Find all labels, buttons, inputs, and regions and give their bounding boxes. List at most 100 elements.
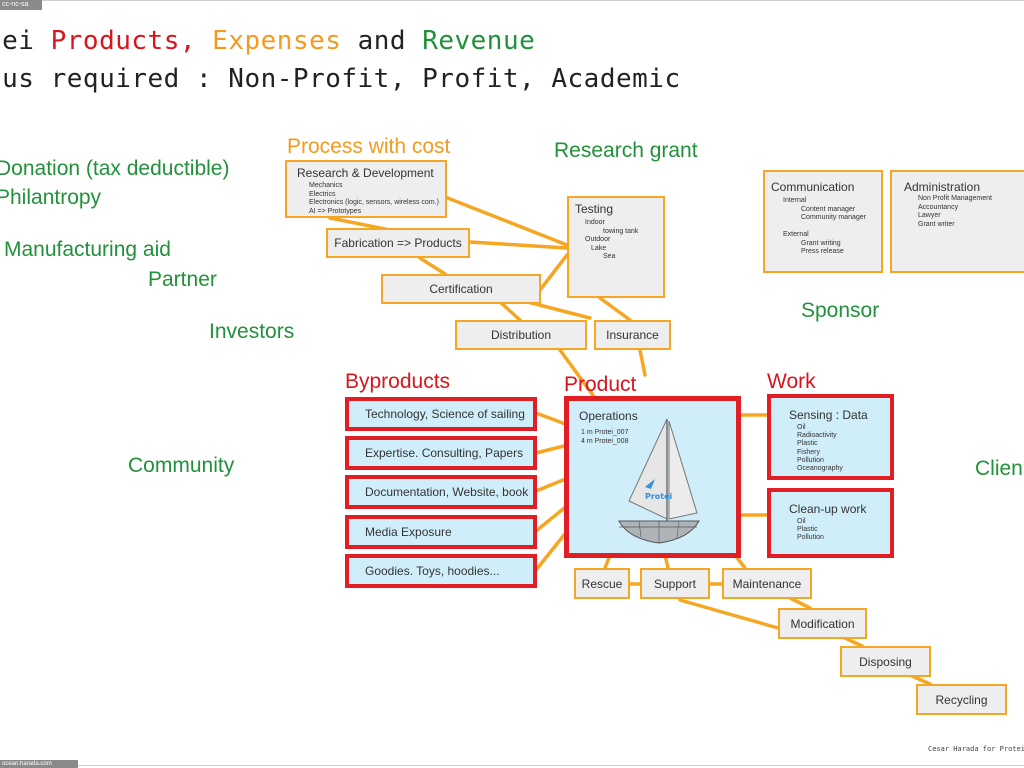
- certification-label: Certification: [429, 282, 493, 296]
- box-disposing: Disposing: [840, 646, 931, 677]
- box-administration: Administration Non Profit Management Acc…: [890, 170, 1024, 273]
- administration-title: Administration: [904, 180, 981, 194]
- cleanup-item: Pollution: [797, 534, 824, 542]
- label-clients: Clien: [975, 457, 1023, 480]
- communication-item: [783, 223, 881, 232]
- sailboat-icon: Protei: [618, 418, 700, 544]
- communication-title: Communication: [771, 180, 855, 194]
- byproduct-label: Expertise. Consulting, Papers: [365, 446, 524, 460]
- byproduct-box: Technology, Science of sailing: [345, 397, 537, 431]
- box-research-development: Research & Development Mechanics Electri…: [285, 160, 447, 218]
- administration-item: Grant writer: [918, 220, 955, 228]
- cleanup-title: Clean-up work: [789, 502, 867, 516]
- sensing-item: Oceanography: [797, 465, 843, 473]
- recycling-label: Recycling: [935, 692, 988, 707]
- testing-item: towing tank: [603, 227, 639, 235]
- product-models: 1 m Protei_007 4 m Protei_008: [581, 429, 628, 446]
- box-maintenance: Maintenance: [722, 568, 812, 599]
- disposing-label: Disposing: [859, 654, 912, 669]
- communication-item: Grant writing: [801, 239, 841, 247]
- byproduct-label: Media Exposure: [365, 525, 452, 539]
- testing-item: Lake: [591, 244, 607, 252]
- title-prefix: tei: [0, 26, 35, 56]
- box-recycling: Recycling: [916, 684, 1007, 715]
- label-investors: Investors: [209, 320, 295, 343]
- administration-list: Non Profit Management Accountancy Lawyer…: [898, 194, 1024, 229]
- connector-byproduct-5: [534, 528, 570, 572]
- testing-item: Outdoor: [585, 236, 611, 243]
- cleanup-item: Oil: [797, 518, 806, 525]
- title-and: and: [357, 26, 407, 56]
- communication-item: External: [783, 231, 809, 238]
- box-support: Support: [640, 568, 710, 599]
- connector-fabrication-certification: [418, 256, 447, 276]
- sensing-item: Fishery: [797, 448, 820, 456]
- box-communication: Communication Internal Content manager C…: [763, 170, 883, 273]
- testing-title: Testing: [575, 202, 614, 216]
- title-revenue: Revenue: [422, 26, 536, 56]
- connector-byproduct-1: [534, 411, 570, 427]
- rnd-item: Mechanics: [309, 182, 343, 189]
- heading-process: Process with cost: [287, 135, 451, 158]
- connector-fabrication-testing: [468, 240, 569, 250]
- sensing-item: Plastic: [797, 440, 818, 448]
- sensing-item: Pollution: [797, 456, 824, 464]
- work-sensing-box: Sensing : Data Oil Radioactivity Plastic…: [767, 394, 894, 480]
- label-manufacturing-aid: Manufacturing aid: [4, 238, 171, 261]
- product-box: Operations 1 m Protei_007 4 m Protei_008…: [564, 396, 741, 558]
- product-title: Operations: [579, 409, 638, 423]
- insurance-label: Insurance: [606, 328, 659, 342]
- fabrication-label: Fabrication => Products: [334, 236, 462, 250]
- communication-item: Content manager: [801, 205, 856, 213]
- label-partner: Partner: [148, 268, 217, 291]
- page-title-line1: tei Products, Expenses and Revenue: [0, 26, 535, 56]
- connector-maintenance-modification: [788, 596, 812, 610]
- support-label: Support: [653, 576, 697, 591]
- connector-distribution-product: [558, 348, 597, 400]
- byproduct-label: Documentation, Website, book: [365, 485, 529, 499]
- connector-byproduct-2: [534, 443, 570, 455]
- connector-disposing-recycling: [910, 674, 932, 686]
- connector-insurance-product: [638, 348, 647, 377]
- box-modification: Modification: [778, 608, 867, 639]
- page-title-line2: tus required : Non-Profit, Profit, Acade…: [0, 64, 681, 94]
- connector-byproduct-3: [534, 476, 570, 493]
- heading-byproducts: Byproducts: [345, 370, 451, 393]
- byproduct-label: Goodies. Toys, hoodies...: [365, 564, 500, 578]
- cleanup-item: Plastic: [797, 526, 818, 534]
- product-model: 4 m Protei_008: [581, 437, 629, 445]
- label-sponsor: Sponsor: [801, 299, 880, 322]
- rnd-item: Electrics: [309, 190, 336, 198]
- byproduct-label: Technology, Science of sailing: [365, 407, 525, 421]
- label-donation: Donation (tax deductible): [0, 157, 230, 180]
- sensing-item: Oil: [797, 424, 806, 431]
- maintenance-label: Maintenance: [732, 576, 802, 591]
- top-rule: [0, 0, 1024, 1]
- license-badge: cc-nc-sa: [0, 0, 42, 10]
- sensing-list: Oil Radioactivity Plastic Fishery Pollut…: [797, 424, 843, 473]
- sensing-title: Sensing : Data: [789, 408, 868, 422]
- testing-item: Indoor: [585, 219, 605, 226]
- byproduct-box: Media Exposure: [345, 515, 537, 549]
- cleanup-list: Oil Plastic Pollution: [797, 518, 824, 543]
- rnd-list: Mechanics Electrics Electronics (logic, …: [287, 180, 445, 216]
- box-distribution: Distribution: [455, 320, 587, 350]
- title-expenses: Expenses: [212, 26, 342, 56]
- connector-certification-testing: [538, 253, 569, 292]
- product-model: 1 m Protei_007: [581, 429, 629, 436]
- label-philantropy: Philantropy: [0, 186, 102, 209]
- administration-item: Lawyer: [918, 212, 941, 219]
- byproduct-box: Goodies. Toys, hoodies...: [345, 554, 537, 588]
- work-cleanup-box: Clean-up work Oil Plastic Pollution: [767, 488, 894, 558]
- sensing-item: Radioactivity: [797, 432, 837, 440]
- label-research-grant: Research grant: [554, 139, 698, 162]
- testing-item: Sea: [603, 253, 616, 260]
- byproduct-box: Expertise. Consulting, Papers: [345, 436, 537, 470]
- rnd-item: Electronics (logic, sensors, wireless co…: [309, 199, 439, 206]
- rescue-label: Rescue: [581, 576, 623, 591]
- administration-item: Accountancy: [918, 203, 959, 211]
- box-testing: Testing Indoor towing tank Outdoor Lake …: [567, 196, 665, 298]
- rnd-title: Research & Development: [297, 166, 434, 180]
- communication-item: Press release: [801, 248, 844, 255]
